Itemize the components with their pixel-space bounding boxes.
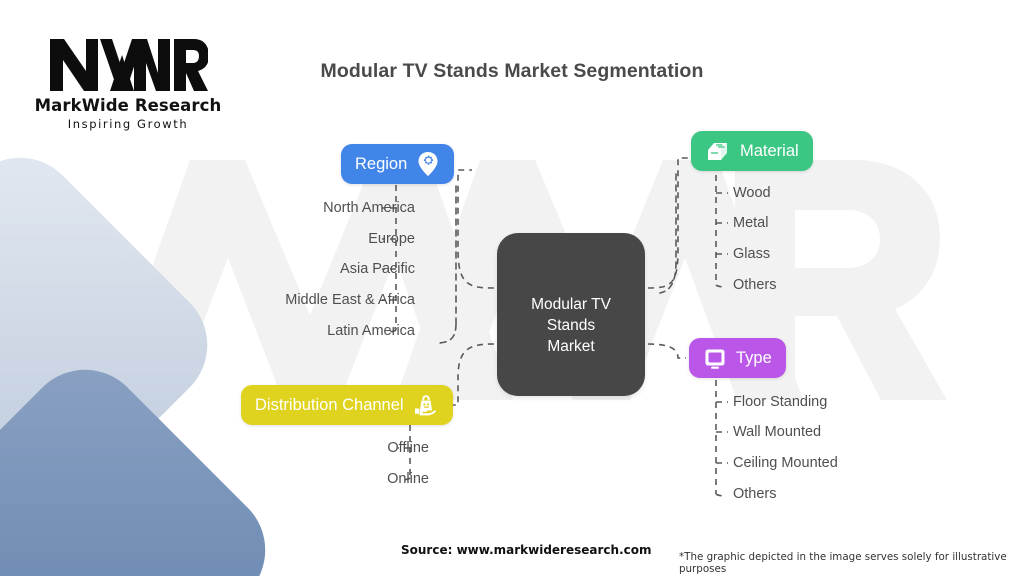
center-node: Modular TV Stands Market (497, 233, 645, 396)
brand-logo: MarkWide Research Inspiring Growth (28, 33, 228, 131)
leaf-region-3: Middle East & Africa (285, 291, 415, 308)
branch-label-material: Material (740, 141, 799, 160)
center-line-1: Modular TV (531, 296, 611, 313)
leaf-region-2: Asia Pacific (340, 260, 415, 277)
leaf-material-2: Glass (733, 245, 771, 262)
region-outer-link (439, 185, 457, 344)
material-outer-link (659, 173, 677, 294)
branch-chip-type[interactable]: Type (689, 338, 786, 378)
tv-monitor-icon (703, 347, 727, 370)
leaf-material-0: Wood (733, 184, 771, 201)
leaf-distribution-0: Offline (387, 439, 429, 456)
source-text: Source: www.markwideresearch.com (401, 543, 652, 557)
leaf-region-0: North America (323, 199, 415, 216)
branch-label-region: Region (355, 154, 408, 173)
mwr-logo-icon (50, 39, 208, 91)
disclaimer-text: *The graphic depicted in the image serve… (679, 551, 1007, 575)
center-node-label: Modular TV Stands Market (531, 294, 611, 357)
brand-tagline: Inspiring Growth (67, 117, 189, 131)
map-pin-gear-icon (416, 151, 440, 177)
leaf-material-3: Others (733, 276, 777, 293)
leaf-type-2: Ceiling Mounted (733, 454, 838, 471)
brand-name: MarkWide Research (34, 96, 222, 115)
center-line-3: Market (547, 338, 595, 355)
link-center-type (647, 343, 686, 359)
link-center-material (647, 157, 688, 289)
leaf-type-0: Floor Standing (733, 393, 828, 410)
branch-chip-distribution[interactable]: Distribution Channel (241, 385, 453, 425)
link-center-distribution (449, 343, 495, 406)
mwr-watermark (105, 160, 947, 400)
leaf-region-1: Europe (368, 230, 415, 247)
page-title: Modular TV Stands Market Segmentation (320, 60, 704, 82)
branch-label-distribution: Distribution Channel (255, 395, 404, 414)
leaf-region-4: Latin America (327, 322, 415, 339)
link-center-region (457, 169, 495, 289)
leaf-type-1: Wall Mounted (733, 423, 822, 440)
open-box-icon (705, 139, 731, 163)
hand-shopping-bag-icon (413, 392, 439, 418)
branch-label-type: Type (736, 348, 772, 367)
branch-chip-material[interactable]: Material (691, 131, 813, 171)
branch-chip-region[interactable]: Region (341, 144, 455, 184)
leaf-distribution-1: Online (387, 470, 429, 487)
leaf-material-1: Metal (733, 214, 769, 231)
leaf-type-3: Others (733, 485, 777, 502)
center-line-2: Stands (546, 317, 596, 334)
